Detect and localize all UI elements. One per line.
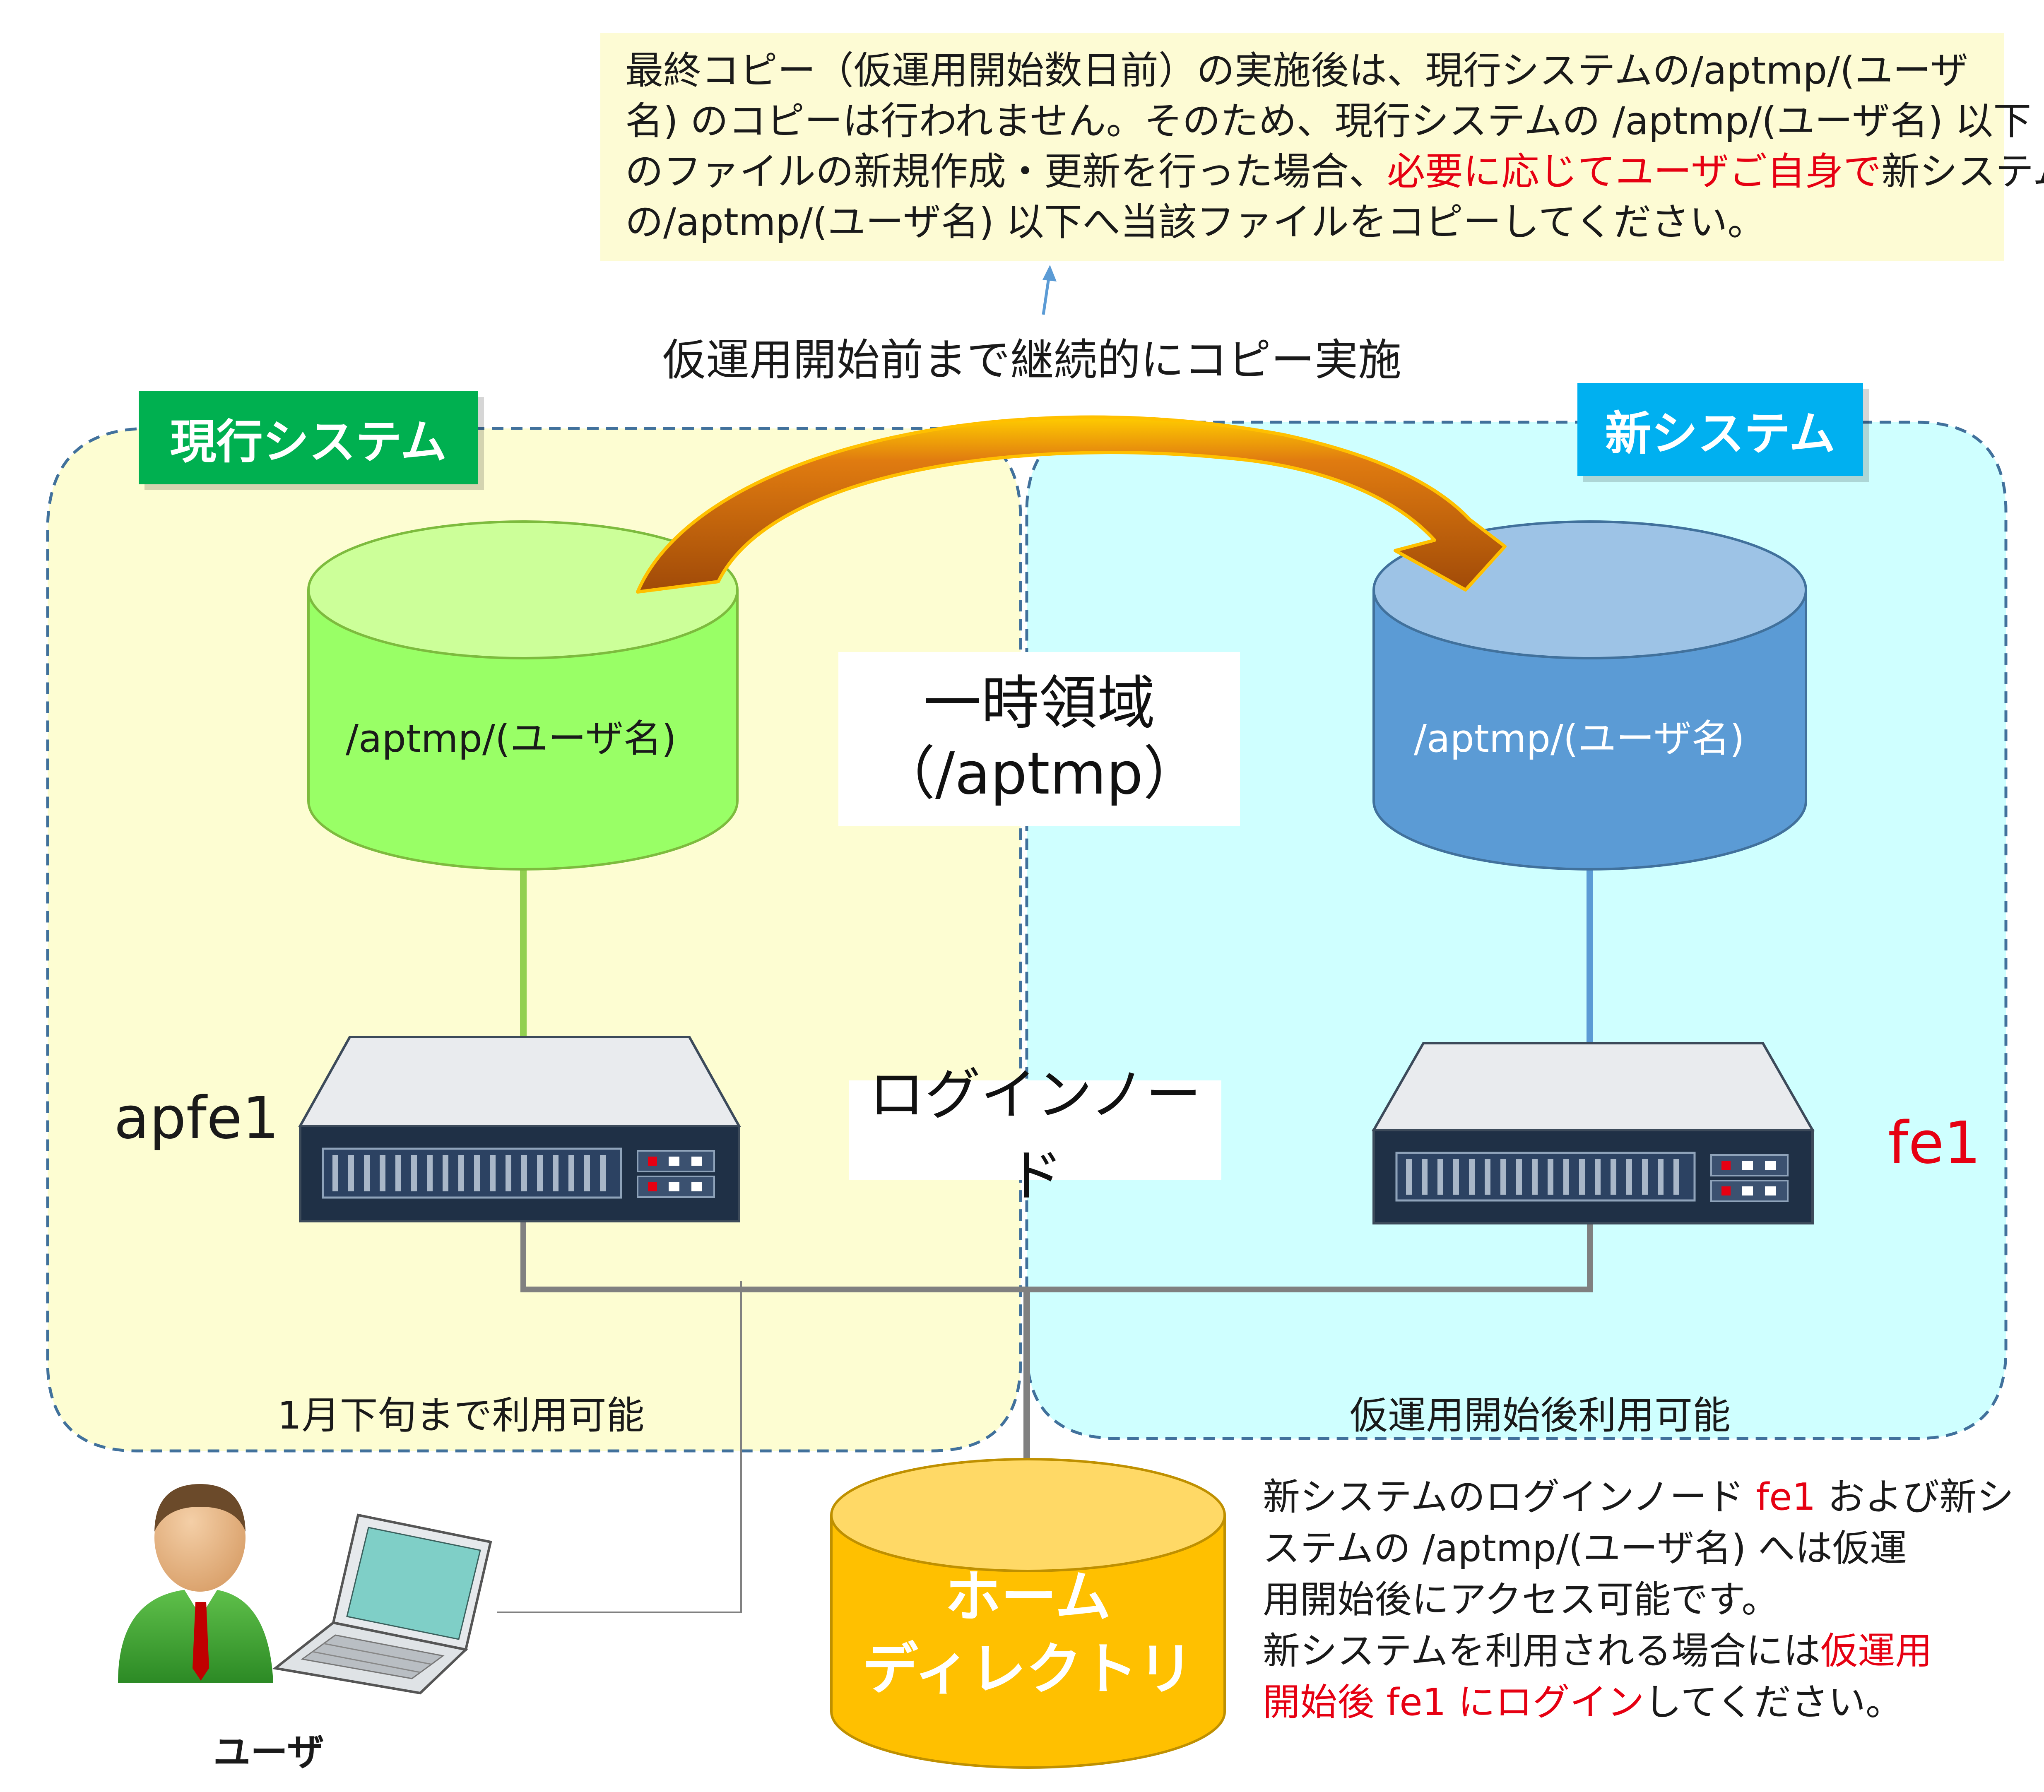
note-pointer-icon	[1042, 265, 1057, 315]
current-system-tag: 現行システム	[139, 391, 478, 484]
access-note-line4: 新システムを利用される場合には仮運用	[1263, 1629, 1933, 1673]
final-copy-note-line4: の/aptmp/(ユーザ名) 以下へ当該ファイルをコピーしてください。	[625, 200, 1766, 244]
access-note-line5: 開始後 fe1 にログインしてください。	[1263, 1681, 1903, 1724]
user-person-icon	[118, 1484, 273, 1683]
new-storage-cylinder-icon	[1372, 520, 1807, 871]
current-node-name: apfe1	[114, 1085, 279, 1152]
current-storage-label: /aptmp/(ユーザ名)	[346, 717, 677, 761]
new-system-tag: 新システム	[1577, 383, 1863, 476]
new-node-name: fe1	[1888, 1109, 1981, 1177]
final-copy-note-line2: 名) のコピーは行われません。そのため、現行システムの /aptmp/(ユーザ名…	[625, 99, 2032, 143]
home-directory-line1: ホーム	[945, 1564, 1111, 1629]
temp-area-label: 一時領域 （/aptmp）	[838, 652, 1240, 826]
user-link	[497, 1281, 742, 1613]
access-note-line3: 用開始後にアクセス可能です。	[1263, 1578, 1779, 1621]
access-note-line1: 新システムのログインノード fe1 および新シ	[1263, 1475, 2014, 1519]
copy-label: 仮運用開始前まで継続的にコピー実施	[662, 335, 1402, 385]
server-fe1-icon	[1371, 1042, 1815, 1224]
copy-arrow-icon	[636, 415, 1507, 594]
new-availability: 仮運用開始後利用可能	[1350, 1393, 1731, 1438]
temp-area-title: 一時領域	[923, 670, 1155, 737]
login-node-label: ログインノード	[849, 1062, 1221, 1208]
current-storage-cylinder-icon	[307, 520, 739, 871]
final-copy-note-line1: 最終コピー（仮運用開始数日前）の実施後は、現行システムの/aptmp/(ユーザ	[625, 48, 1969, 93]
access-note-line2: ステムの /aptmp/(ユーザ名) へは仮運	[1263, 1527, 1907, 1570]
server-apfe1-icon	[298, 1036, 742, 1222]
temp-area-path: （/aptmp）	[877, 740, 1201, 808]
final-copy-note-line3: のファイルの新規作成・更新を行った場合、必要に応じてユーザご自身で新システム	[625, 149, 2044, 194]
home-directory-cylinder-icon	[830, 1458, 1226, 1769]
new-storage-label: /aptmp/(ユーザ名)	[1414, 717, 1745, 761]
current-availability: 1月下旬まで利用可能	[277, 1393, 645, 1438]
home-directory-label: ホーム ディレクトリ	[831, 1561, 1225, 1705]
final-copy-note: 最終コピー（仮運用開始数日前）の実施後は、現行システムの/aptmp/(ユーザ …	[600, 33, 2044, 261]
new-system-access-note: 新システムのログインノード fe1 および新シ ステムの /aptmp/(ユーザ…	[1263, 1472, 2020, 1728]
current-system-region	[46, 427, 1022, 1453]
user-label: ユーザ	[213, 1731, 325, 1774]
laptop-icon	[272, 1513, 492, 1695]
final-copy-note-highlight: 必要に応じてユーザご自身で	[1387, 149, 1882, 194]
network-link	[520, 1221, 1593, 1292]
home-directory-line2: ディレクトリ	[862, 1637, 1194, 1702]
